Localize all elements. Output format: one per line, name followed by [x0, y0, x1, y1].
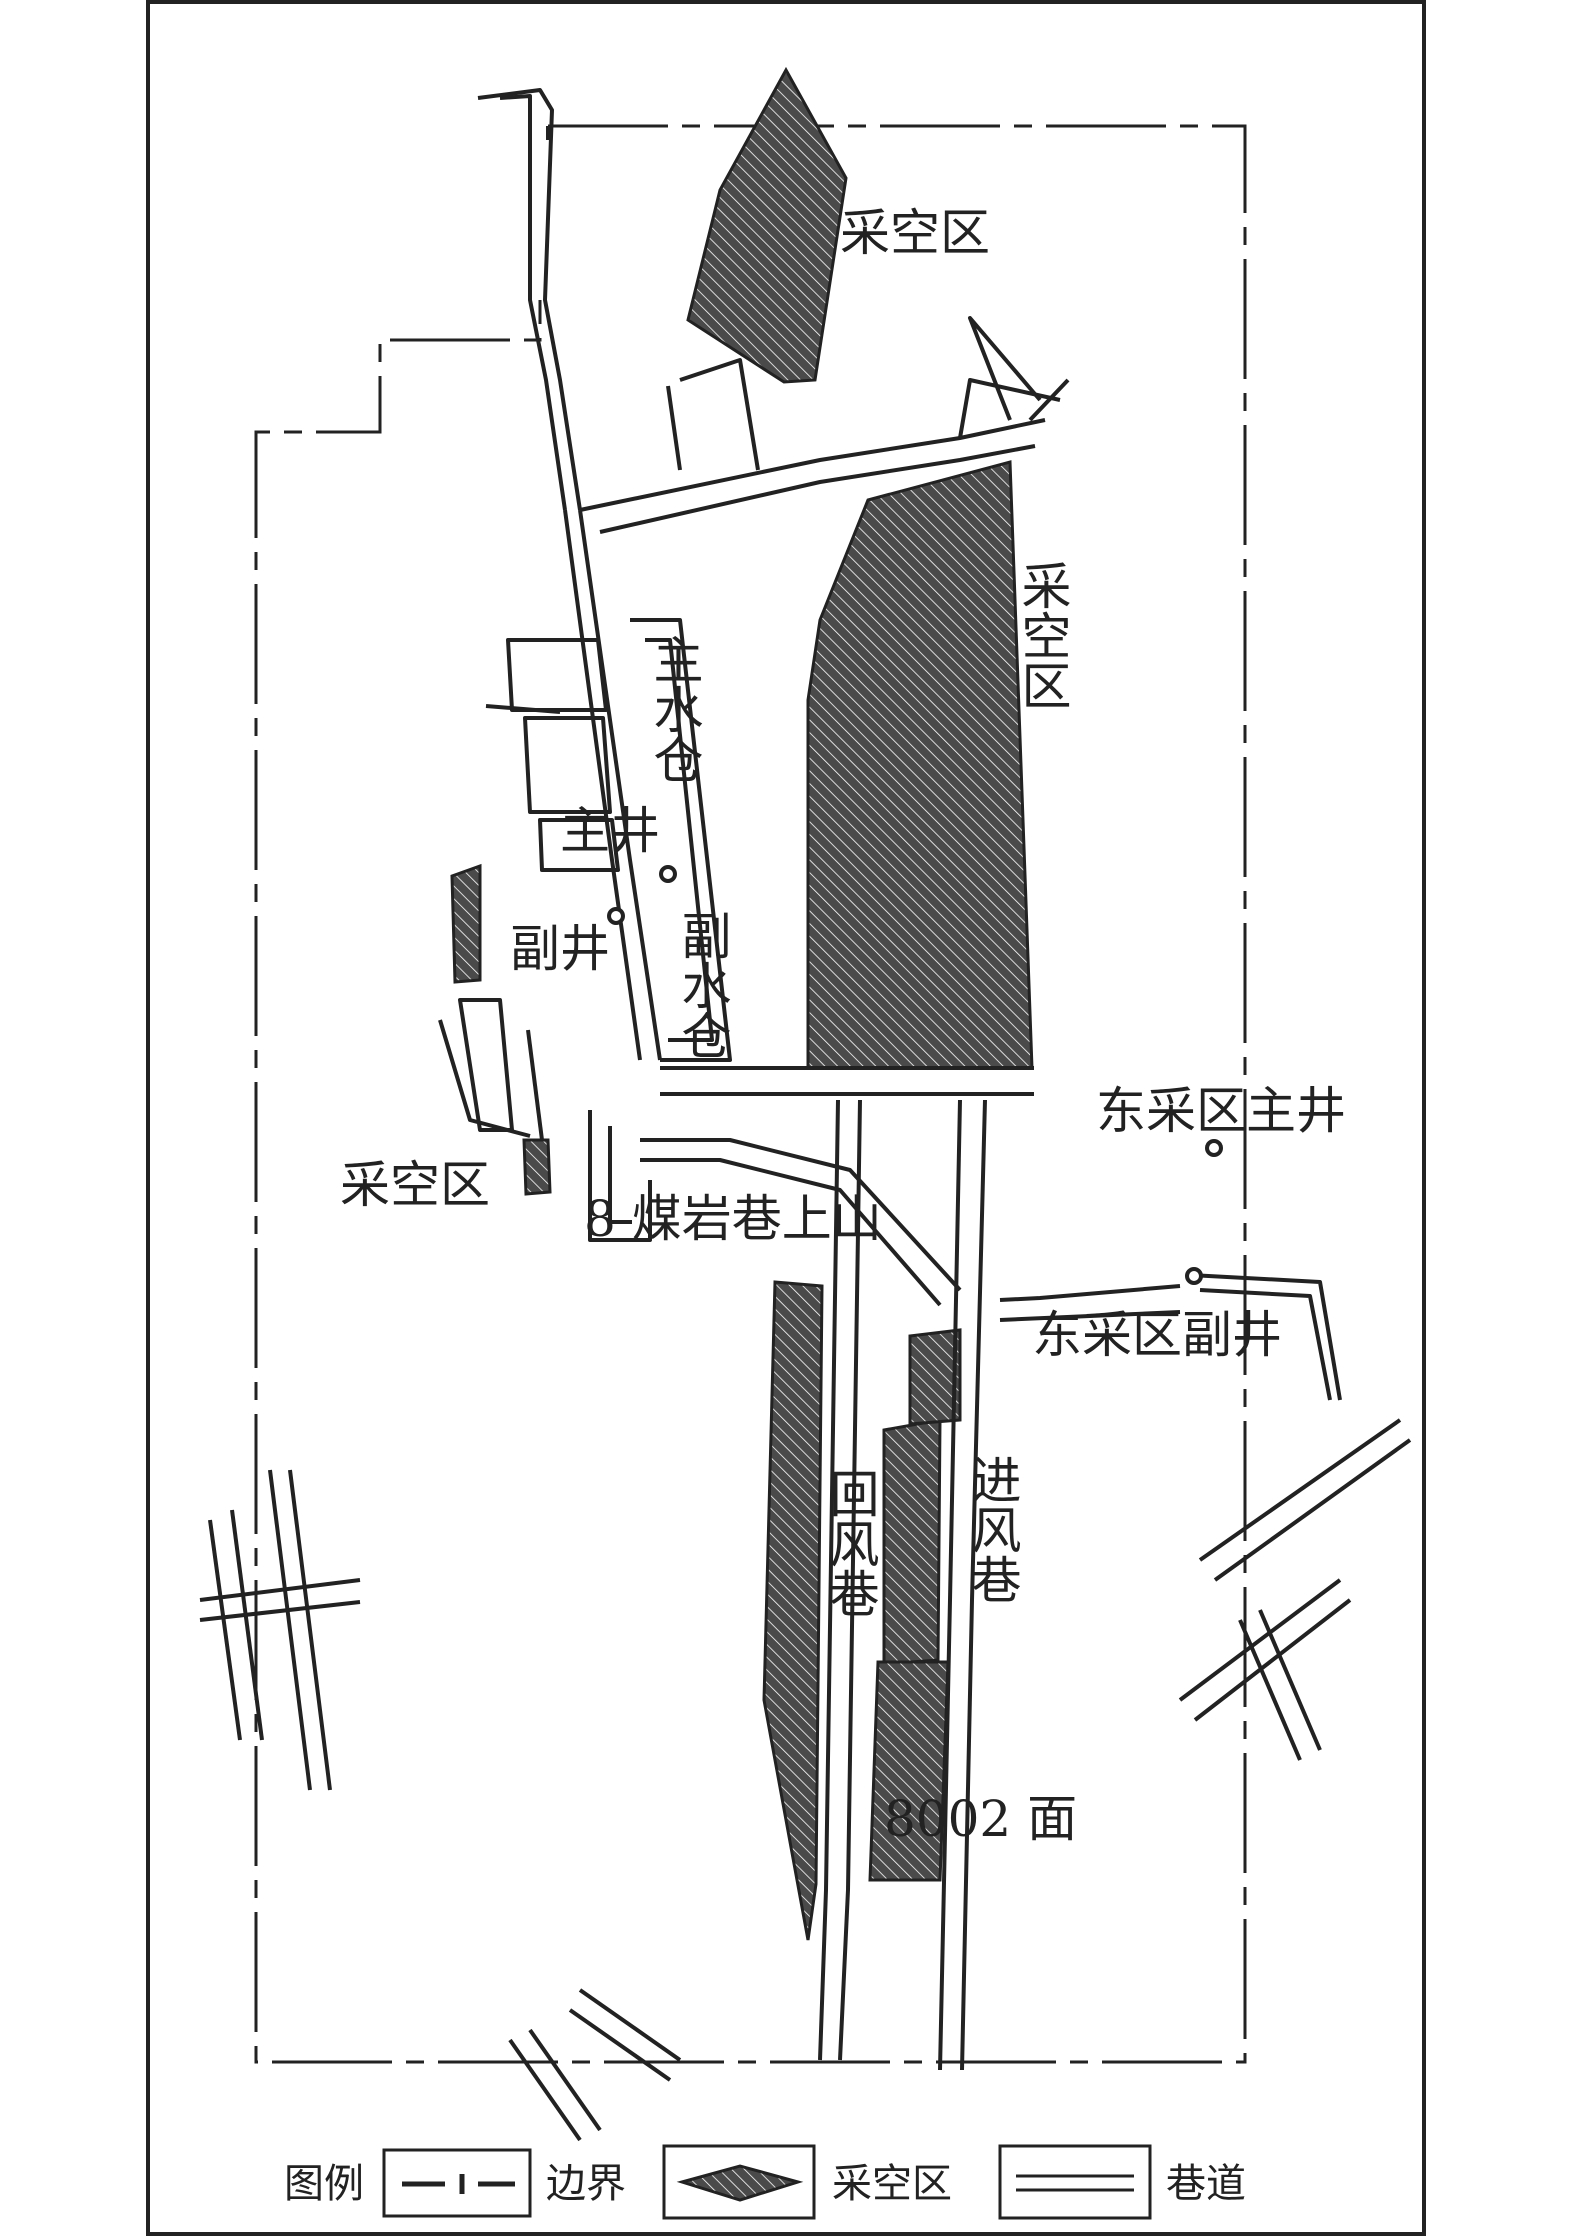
label-goaf-east: 采空区: [1013, 560, 1072, 710]
legend-goaf-box: [662, 2144, 816, 2220]
label-main-shaft: 主井: [560, 802, 660, 860]
aux-shaft-icon: [607, 907, 625, 925]
label-east-main-shaft: 东采区主井: [1096, 1082, 1346, 1140]
goaf-west-small: [522, 1138, 552, 1196]
label-goaf-north: 采空区: [840, 204, 990, 262]
label-face: 8002 面: [884, 1790, 1078, 1848]
legend-roadway-box: [998, 2144, 1152, 2220]
label-east-aux-shaft: 东采区副井: [1032, 1306, 1282, 1364]
label-main-sump: 主水仓: [645, 634, 704, 784]
label-aux-sump: 副水仓: [673, 910, 732, 1060]
legend-boundary-label: 边界: [546, 2161, 626, 2207]
goaf-east: [806, 460, 1034, 1070]
legend-roadway-label: 巷道: [1166, 2161, 1246, 2207]
legend-boundary-box: [382, 2148, 532, 2218]
boundary-line: [254, 124, 1247, 2064]
legend-title: 图例: [284, 2161, 364, 2207]
goaf-south-2: [882, 1418, 942, 1666]
goaf-areas: [450, 66, 1034, 1941]
label-rock-roadway: 8 煤岩巷上山: [584, 1190, 882, 1248]
label-goaf-west: 采空区: [340, 1156, 490, 1214]
goaf-east-strip: [908, 1328, 962, 1426]
east-main-shaft-icon: [1205, 1139, 1223, 1157]
label-aux-shaft: 副井: [510, 920, 610, 978]
goaf-north: [686, 66, 848, 384]
legend-goaf-label: 采空区: [832, 2161, 952, 2207]
shafts: [607, 865, 1223, 1285]
legend-symbols: [382, 2144, 1152, 2220]
east-aux-shaft-icon: [1185, 1267, 1203, 1285]
goaf-west: [450, 863, 482, 984]
goaf-south-1: [762, 1280, 824, 1941]
goaf-south-3: [868, 1660, 950, 1882]
label-intake-airway: 进风巷: [963, 1454, 1022, 1604]
main-shaft-icon: [659, 865, 677, 883]
roadway-clusters: [199, 1418, 1412, 2142]
roadways: [438, 88, 1342, 2071]
label-return-airway: 回风巷: [821, 1468, 880, 1618]
